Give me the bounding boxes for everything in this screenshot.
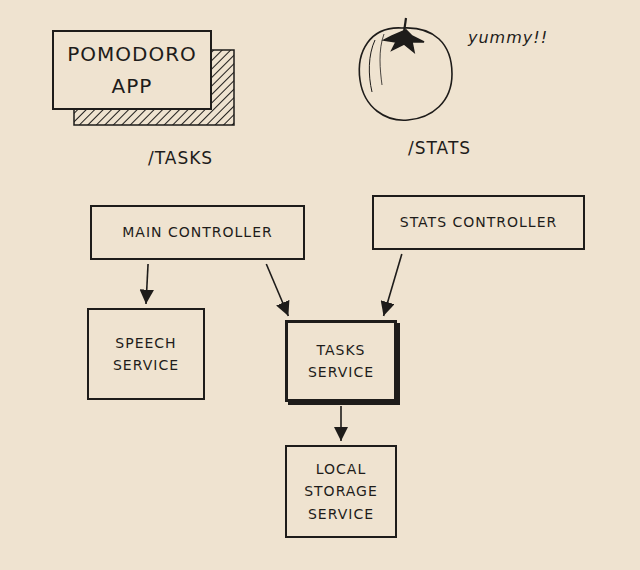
tomato-drawing (359, 18, 452, 120)
arrow-connector (266, 264, 288, 316)
service-box: LOCAL STORAGE SERVICE (285, 445, 397, 538)
node-text: POMODORO APP (54, 38, 210, 102)
node-text: LOCAL STORAGE SERVICE (287, 458, 395, 525)
controller-box: STATS CONTROLLER (372, 195, 585, 250)
controller-box: MAIN CONTROLLER (90, 205, 305, 260)
node-text: SPEECH SERVICE (89, 332, 203, 377)
service-box: TASKS SERVICE (285, 320, 397, 402)
node-text: STATS CONTROLLER (392, 211, 565, 233)
node-text: MAIN CONTROLLER (114, 221, 280, 243)
app-box: POMODORO APP (52, 30, 212, 110)
service-box: SPEECH SERVICE (87, 308, 205, 400)
route-label: /TASKS (148, 148, 213, 168)
arrow-connector (384, 254, 402, 316)
arrow-connector (340, 406, 342, 441)
arrow-connector (146, 264, 148, 304)
note-text: yummy!! (468, 28, 548, 47)
route-label: /STATS (408, 138, 471, 158)
node-text: TASKS SERVICE (288, 339, 394, 384)
